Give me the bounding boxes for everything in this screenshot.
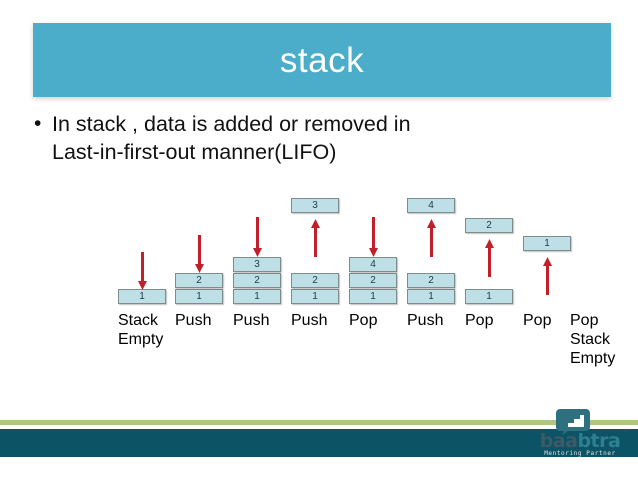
stack-cell-1: 1 [349, 289, 397, 304]
list-item: • In stack , data is added or removed in… [34, 110, 594, 166]
floating-cell-3: 3 [291, 198, 339, 213]
floating-cell-1: 1 [523, 236, 571, 251]
bullet-list: • In stack , data is added or removed in… [34, 110, 594, 166]
operation-label-col-8: Pop [523, 312, 552, 329]
footer-teal-bar [0, 429, 638, 457]
stack-cell-2: 2 [407, 273, 455, 288]
logo-word-b: btra [577, 430, 621, 452]
stack-cell-3: 3 [233, 257, 281, 272]
operation-label-col-5: Pop [349, 312, 378, 329]
stack-cell-1: 1 [407, 289, 455, 304]
bullet-dot-icon: • [34, 112, 42, 135]
stack-cell-1: 1 [291, 289, 339, 304]
logo-word-a: baa [539, 430, 578, 452]
stack-cell-1: 1 [233, 289, 281, 304]
arrow-down-icon [195, 235, 204, 273]
operation-label-col-6: Push [407, 312, 444, 329]
arrow-down-icon [138, 252, 147, 290]
arrow-up-icon [543, 257, 552, 295]
trademark-symbol: ™ [623, 429, 628, 435]
bullet-text: In stack , data is added or removed in L… [52, 112, 411, 164]
operation-label-col-3: Push [233, 312, 270, 329]
stack-cell-1: 1 [175, 289, 223, 304]
stack-cell-1: 1 [465, 289, 513, 304]
baabtra-logo: baabtra ™ Mentoring Partner [530, 409, 630, 459]
floating-cell-2: 2 [465, 218, 513, 233]
operation-label-col-2: Push [175, 312, 212, 329]
arrow-up-icon [485, 239, 494, 277]
page-title: stack [279, 40, 365, 80]
footer-band [0, 420, 638, 457]
operation-label-col-4: Push [291, 312, 328, 329]
stack-cell-1: 1 [118, 289, 166, 304]
arrow-up-icon [311, 219, 320, 257]
operation-label-col-7: Pop [465, 312, 494, 329]
stack-cell-2: 2 [233, 273, 281, 288]
baabtra-speech-bubble-stairs-icon [556, 409, 590, 435]
stack-cell-4: 4 [349, 257, 397, 272]
arrow-down-icon [369, 217, 378, 257]
operation-label-col-1: Stack Empty [118, 312, 164, 348]
stack-cell-2: 2 [349, 273, 397, 288]
stack-cell-2: 2 [291, 273, 339, 288]
floating-cell-4: 4 [407, 198, 455, 213]
slide-title-bar: stack [33, 23, 611, 97]
logo-tagline: Mentoring Partner [544, 450, 616, 457]
stack-cell-2: 2 [175, 273, 223, 288]
arrow-up-icon [427, 219, 436, 257]
baabtra-wordmark: baabtra [530, 431, 630, 451]
footer-green-line [0, 420, 638, 425]
arrow-down-icon [253, 217, 262, 257]
operation-label-col-9: Pop Stack Empty [570, 312, 616, 367]
